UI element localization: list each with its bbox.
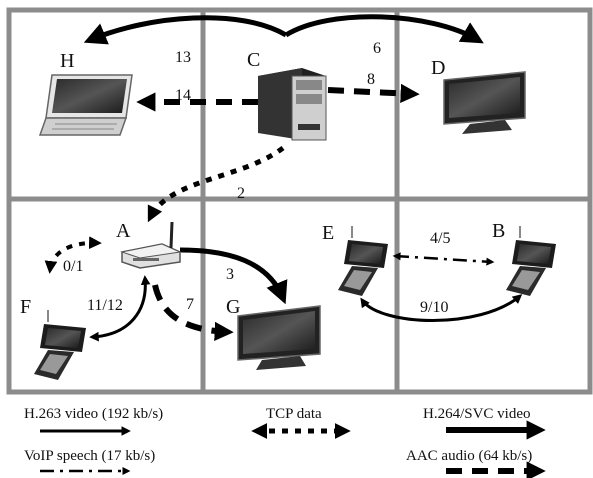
flow-9-10-arrow [360,294,523,322]
flow-7-arrow [152,284,234,341]
legend-label-voip: VoIP speech (17 kb/s) [24,448,155,464]
flow-0-1-arrow [44,236,102,274]
node-label-g: G [226,296,240,318]
node-labels: H C D A E B F G [20,49,505,318]
flow-11-12-arrow [89,275,151,342]
flow-label-4-5: 4/5 [430,230,450,247]
flow-label-14: 14 [175,87,191,104]
flow-arrows [44,14,523,342]
legend-label-tcp: TCP data [266,406,322,422]
flow-2-arrow [147,145,285,223]
flow-label-11-12: 11/12 [87,297,123,314]
pda-phone-icon [34,310,86,380]
flow-4-5-arrow [392,252,495,266]
flow-label-8: 8 [367,71,375,88]
legend: H.263 video (192 kb/s) TCP data H.264/SV… [24,406,546,478]
pda-phone-icon [506,226,556,296]
flow-label-0-1: 0/1 [63,258,83,275]
node-label-c: C [247,49,260,71]
flow-label-7: 7 [186,296,194,313]
node-label-f: F [20,296,31,318]
legend-label-h263: H.263 video (192 kb/s) [24,406,163,422]
node-label-a: A [116,220,131,242]
flow-label-13: 13 [175,49,191,66]
node-label-h: H [60,50,74,72]
room-grid [6,7,593,395]
flow-6-arrow [284,14,484,44]
server-tower-icon [258,68,327,141]
node-label-b: B [492,220,505,242]
legend-label-h264-svc: H.264/SVC video [423,406,531,422]
flow-label-9-10: 9/10 [420,299,448,316]
node-label-e: E [322,222,334,244]
flow-13-arrow [83,15,288,45]
monitor-icon [237,305,321,370]
pda-phone-icon [338,226,388,296]
node-label-d: D [431,57,445,79]
flow-label-2: 2 [237,185,245,202]
laptop-icon [38,74,133,136]
flow-8-arrow [327,83,420,103]
wireless-router-icon [120,221,182,269]
legend-label-aac: AAC audio (64 kb/s) [406,448,532,464]
flow-labels: 13 6 14 8 2 0/1 11/12 3 7 4/5 9/10 [63,40,450,316]
flow-3-arrow [179,247,288,305]
flow-label-3: 3 [226,266,234,283]
flow-label-6: 6 [373,40,381,57]
monitor-icon [443,71,526,134]
